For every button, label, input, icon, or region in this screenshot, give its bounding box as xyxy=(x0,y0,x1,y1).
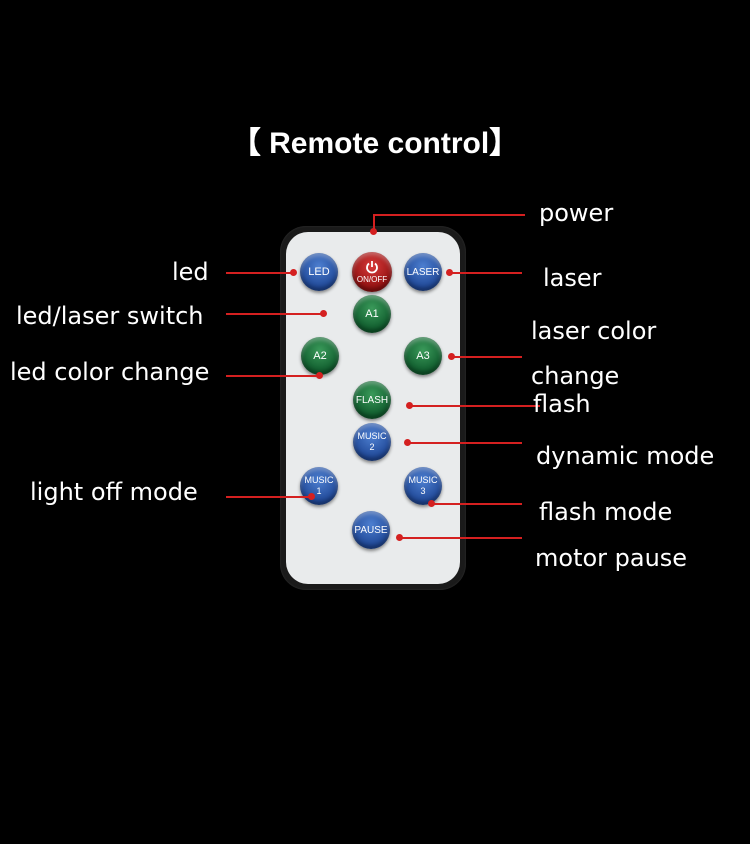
label-flash: flash xyxy=(533,390,591,418)
music3-button[interactable]: MUSIC 3 xyxy=(404,467,442,505)
led-callout-line xyxy=(226,272,294,274)
dynamic-callout-line xyxy=(408,442,522,444)
laser-callout-dot xyxy=(446,269,453,276)
power-callout-vline xyxy=(373,215,375,231)
laser-callout-line xyxy=(450,272,522,274)
flash-button[interactable]: FLASH xyxy=(353,381,391,419)
power-button[interactable]: ON/OFF xyxy=(352,252,392,292)
flash-callout-dot xyxy=(406,402,413,409)
label-flash-mode: flash mode xyxy=(539,498,673,526)
label-motor-pause: motor pause xyxy=(535,544,688,572)
led-color-callout-dot xyxy=(316,372,323,379)
laser-button[interactable]: LASER xyxy=(404,253,442,291)
music3-button-number: 3 xyxy=(420,486,426,496)
music2-button-number: 2 xyxy=(369,442,375,452)
laser-color-callout-line xyxy=(452,356,522,358)
power-callout-line xyxy=(373,214,525,216)
music1-button[interactable]: MUSIC 1 xyxy=(300,467,338,505)
light-off-callout-dot xyxy=(308,493,315,500)
laser-color-callout-dot xyxy=(448,353,455,360)
page-title: 【 Remote control】 xyxy=(230,127,520,160)
label-led: led xyxy=(172,258,209,286)
laser-button-label: LASER xyxy=(406,266,440,278)
pause-button[interactable]: PAUSE xyxy=(352,511,390,549)
music1-button-label: MUSIC xyxy=(304,475,334,485)
label-power: power xyxy=(539,199,614,227)
switch-callout-line xyxy=(226,313,324,315)
music1-button-number: 1 xyxy=(316,486,322,496)
flash-mode-callout-dot xyxy=(428,500,435,507)
music2-button-label: MUSIC xyxy=(357,431,387,441)
switch-callout-dot xyxy=(320,310,327,317)
label-light-off-mode: light off mode xyxy=(30,478,198,506)
a2-button-label: A2 xyxy=(313,349,327,362)
dynamic-callout-dot xyxy=(404,439,411,446)
label-laser-color: laser color xyxy=(531,317,657,345)
a1-button[interactable]: A1 xyxy=(353,295,391,333)
flash-mode-callout-line xyxy=(432,503,522,505)
led-button-label: LED xyxy=(308,265,330,278)
label-dynamic-mode: dynamic mode xyxy=(536,442,715,470)
label-laser-color-change: change xyxy=(531,362,620,390)
a3-button-label: A3 xyxy=(416,349,430,362)
flash-callout-line xyxy=(410,405,540,407)
pause-button-label: PAUSE xyxy=(354,524,388,536)
label-led-color-change: led color change xyxy=(10,358,210,386)
pause-callout-line xyxy=(400,537,522,539)
music2-button[interactable]: MUSIC 2 xyxy=(353,423,391,461)
power-button-label: ON/OFF xyxy=(356,274,388,284)
light-off-callout-line xyxy=(226,496,312,498)
power-icon xyxy=(366,260,378,273)
a1-button-label: A1 xyxy=(365,307,379,320)
a3-button[interactable]: A3 xyxy=(404,337,442,375)
flash-button-label: FLASH xyxy=(355,394,389,406)
pause-callout-dot xyxy=(396,534,403,541)
led-color-callout-line xyxy=(226,375,320,377)
led-callout-dot xyxy=(290,269,297,276)
label-led-laser-switch: led/laser switch xyxy=(16,302,204,330)
a2-button[interactable]: A2 xyxy=(301,337,339,375)
power-callout-dot xyxy=(370,228,377,235)
music3-button-label: MUSIC xyxy=(408,475,438,485)
label-laser: laser xyxy=(543,264,602,292)
led-button[interactable]: LED xyxy=(300,253,338,291)
